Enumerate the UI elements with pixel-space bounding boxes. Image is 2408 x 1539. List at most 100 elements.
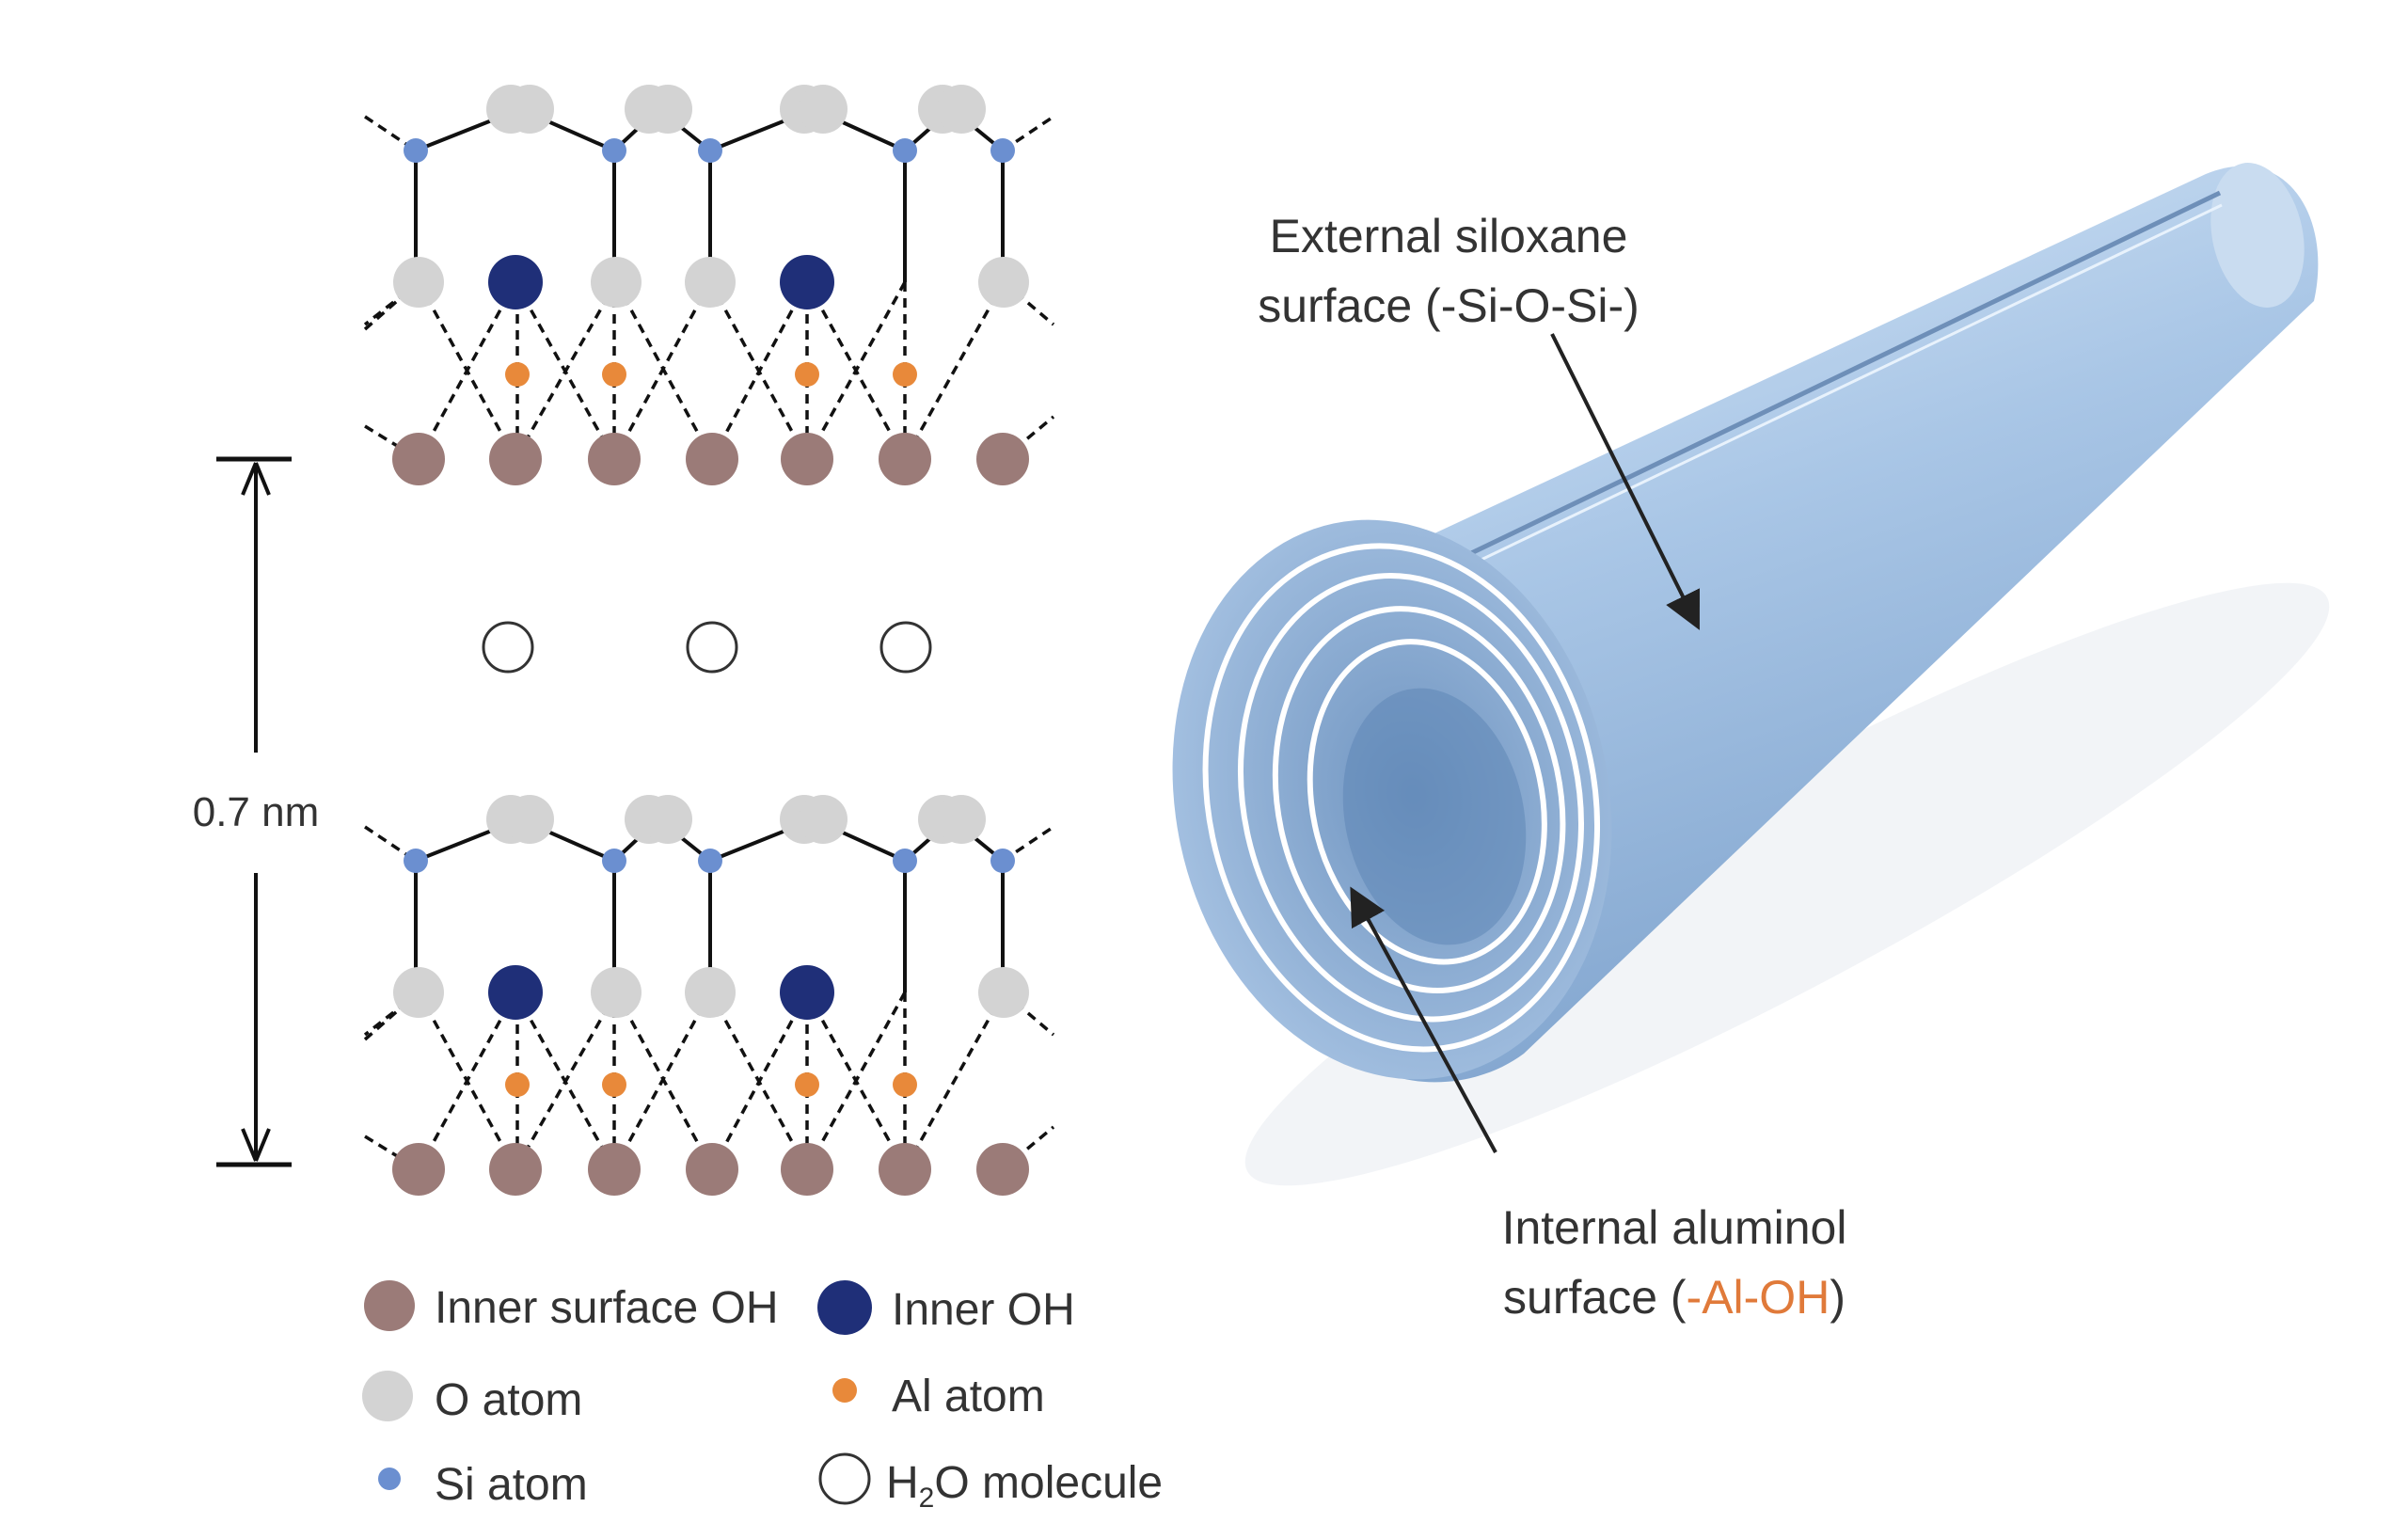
o-atom — [591, 967, 642, 1018]
legend-h2o-molecule-swatch — [818, 1452, 871, 1505]
aluminol-formula: -Al-OH — [1687, 1271, 1830, 1324]
o-atom — [937, 85, 986, 134]
bond — [1002, 280, 1055, 326]
inner-surface-oh — [976, 433, 1029, 485]
legend-inner-surface-oh-swatch — [364, 1280, 415, 1331]
si-atom — [602, 138, 626, 163]
tube-body — [1378, 166, 2319, 1083]
si-atom — [404, 849, 428, 873]
si-atom — [893, 138, 917, 163]
al-atom — [795, 362, 819, 387]
al-atom — [893, 362, 917, 387]
legend-si-atom-label: Si atom — [435, 1460, 588, 1510]
si-atom — [990, 138, 1015, 163]
bond — [363, 991, 420, 1037]
o-atom — [685, 967, 736, 1018]
internal-surface-label-line1: Internal aluminol — [1502, 1201, 1847, 1254]
o-atom — [643, 795, 692, 844]
si-atom — [602, 849, 626, 873]
inner-oh — [488, 255, 543, 309]
bond — [612, 281, 712, 460]
inner-surface-oh — [588, 433, 641, 485]
legend: Inner surface OH Inner OH O atom Al atom… — [362, 1280, 1163, 1514]
scale-bar: 0.7 nm — [193, 456, 320, 1167]
inner-surface-oh — [781, 433, 833, 485]
bond — [363, 991, 420, 1041]
o-atom — [505, 85, 554, 134]
external-surface-label-line1: External siloxane — [1270, 210, 1628, 262]
bond — [903, 281, 1006, 460]
water-molecule — [482, 621, 534, 674]
external-surface-arrow — [1550, 333, 1700, 630]
bond — [710, 992, 809, 1170]
bond — [805, 992, 907, 1170]
bond — [417, 281, 517, 460]
tube-lumen — [1342, 688, 1527, 945]
inner-surface-oh — [686, 1143, 738, 1196]
legend-inner-oh-label: Inner OH — [892, 1285, 1075, 1335]
bond — [614, 281, 714, 460]
water-molecule — [686, 621, 738, 674]
bond — [614, 992, 714, 1170]
inner-surface-oh — [879, 1143, 931, 1196]
legend-si-atom-swatch — [378, 1468, 401, 1490]
si-atom — [990, 849, 1015, 873]
al-atom — [602, 1072, 626, 1097]
o-atom — [799, 795, 848, 844]
legend-inner-oh-swatch — [817, 1280, 872, 1335]
inner-surface-oh — [976, 1143, 1029, 1196]
bond — [1002, 825, 1054, 863]
halloysite-nanotube — [1172, 163, 2330, 1186]
bond — [1002, 991, 1055, 1037]
legend-h2o-molecule-label: H2O molecule — [886, 1458, 1163, 1514]
o-atom — [591, 257, 642, 308]
bond — [417, 992, 517, 1170]
si-atom — [698, 849, 722, 873]
legend-o-atom-swatch — [362, 1371, 413, 1421]
inner-surface-oh — [781, 1143, 833, 1196]
bond — [363, 280, 420, 326]
bond — [1002, 115, 1054, 152]
bond — [1001, 1125, 1055, 1171]
tube-far-end — [2210, 163, 2305, 308]
bond — [612, 992, 712, 1170]
bond — [514, 281, 618, 460]
legend-o-atom-label: O atom — [435, 1375, 582, 1425]
o-atom — [978, 967, 1029, 1018]
o-atom — [685, 257, 736, 308]
o-atom — [978, 257, 1029, 308]
al-atom — [505, 362, 530, 387]
bond — [805, 281, 907, 460]
o-atom — [937, 795, 986, 844]
bond — [903, 992, 1006, 1170]
inner-surface-oh — [489, 433, 542, 485]
water-molecules — [482, 621, 932, 674]
inner-surface-oh — [588, 1143, 641, 1196]
legend-al-atom-label: Al atom — [892, 1372, 1045, 1421]
al-atom — [505, 1072, 530, 1097]
o-atom — [799, 85, 848, 134]
inner-surface-oh — [489, 1143, 542, 1196]
kaolinite-layer-structure — [363, 85, 1055, 1196]
scale-bar-label: 0.7 nm — [193, 789, 320, 835]
bond — [710, 281, 809, 460]
al-atom — [893, 1072, 917, 1097]
bond — [1001, 415, 1055, 461]
internal-surface-label-line2: surface (-Al-OH) — [1503, 1271, 1846, 1324]
internal-surface-arrow — [1350, 886, 1497, 1153]
o-atom — [393, 257, 444, 308]
legend-al-atom-swatch — [832, 1378, 857, 1403]
legend-inner-surface-oh-label: Inner surface OH — [435, 1283, 778, 1333]
inner-surface-oh — [686, 433, 738, 485]
si-atom — [404, 138, 428, 163]
si-atom — [893, 849, 917, 873]
external-surface-label-line2: surface (-Si-O-Si-) — [1258, 279, 1640, 332]
si-atom — [698, 138, 722, 163]
bond — [514, 992, 618, 1170]
o-atom — [505, 795, 554, 844]
bond — [363, 280, 420, 331]
inner-surface-oh — [879, 433, 931, 485]
o-atom — [643, 85, 692, 134]
inner-oh — [488, 965, 543, 1020]
